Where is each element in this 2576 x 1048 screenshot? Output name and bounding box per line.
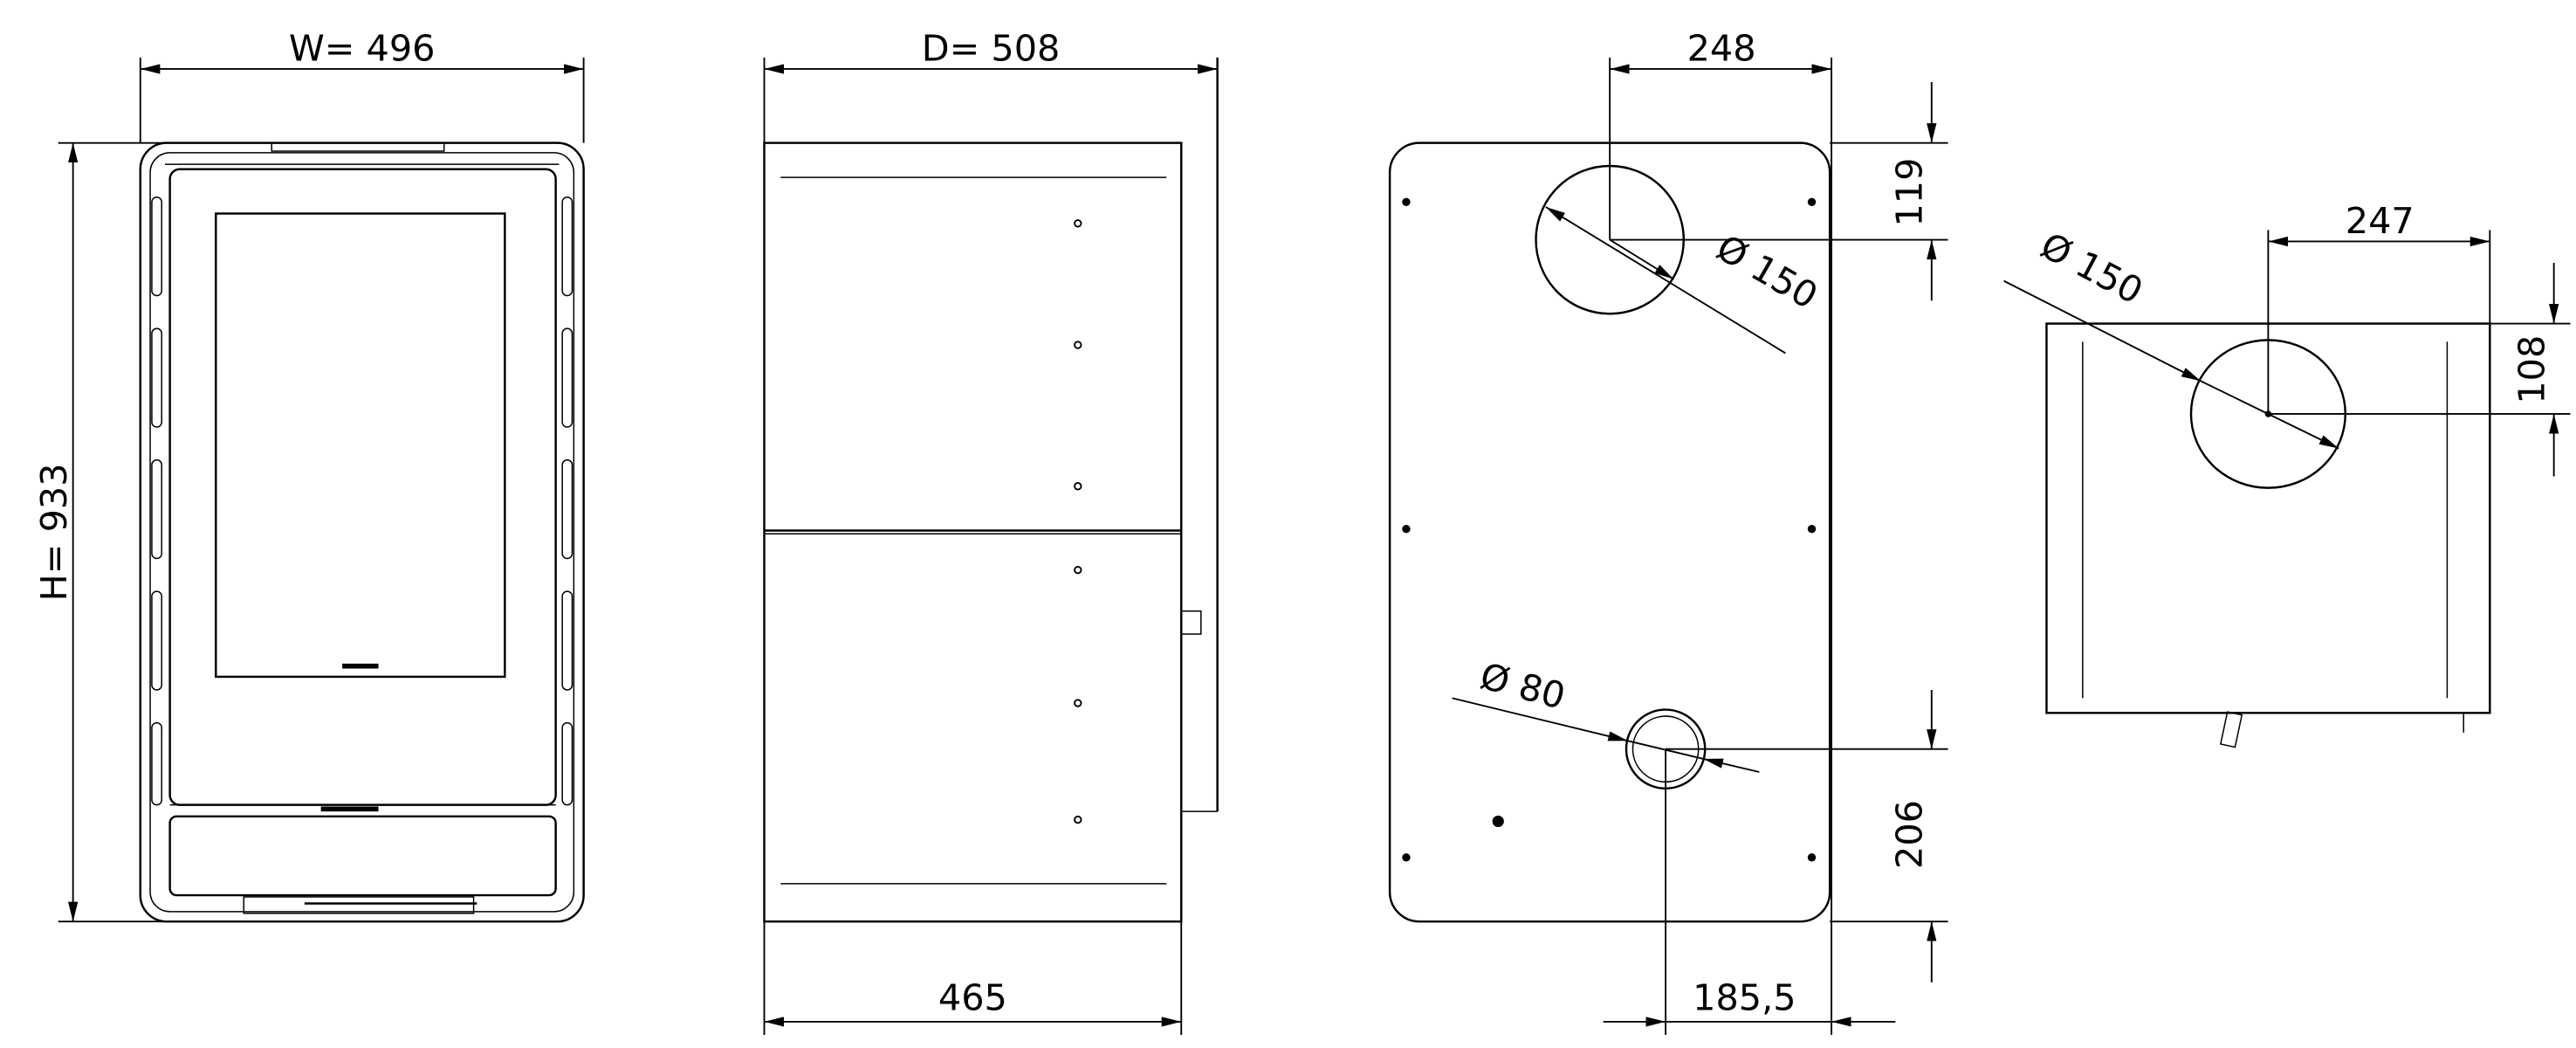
width-label: W= 496 — [289, 28, 436, 70]
inlet-offset-label: 185,5 — [1693, 977, 1796, 1019]
top-view: 247 108 Ø 150 — [2003, 200, 2571, 748]
depth-base-label: 465 — [938, 977, 1007, 1019]
glass-window — [215, 212, 506, 679]
outlet-offset-label: 248 — [1687, 28, 1756, 70]
top-outlet-depth-label: 108 — [2511, 335, 2552, 404]
depth-label: D= 508 — [922, 28, 1061, 70]
front-view: W= 496 H= 933 — [33, 28, 585, 923]
door — [168, 168, 557, 806]
rear-view: 248 119 Ø 150 Ø 80 206 185,5 — [1388, 28, 1948, 1035]
height-label: H= 933 — [33, 463, 75, 601]
ash-drawer — [168, 815, 557, 897]
inlet-diameter-label: Ø 80 — [1476, 655, 1570, 718]
inlet-height-label: 206 — [1889, 800, 1931, 869]
side-view: D= 508 465 — [763, 28, 1219, 1035]
top-outlet-offset-label: 247 — [2346, 200, 2415, 242]
side-vents — [151, 196, 574, 806]
logo — [342, 663, 379, 669]
outlet-height-label: 119 — [1889, 158, 1931, 227]
top-outlet-diameter-label: Ø 150 — [2034, 224, 2150, 313]
